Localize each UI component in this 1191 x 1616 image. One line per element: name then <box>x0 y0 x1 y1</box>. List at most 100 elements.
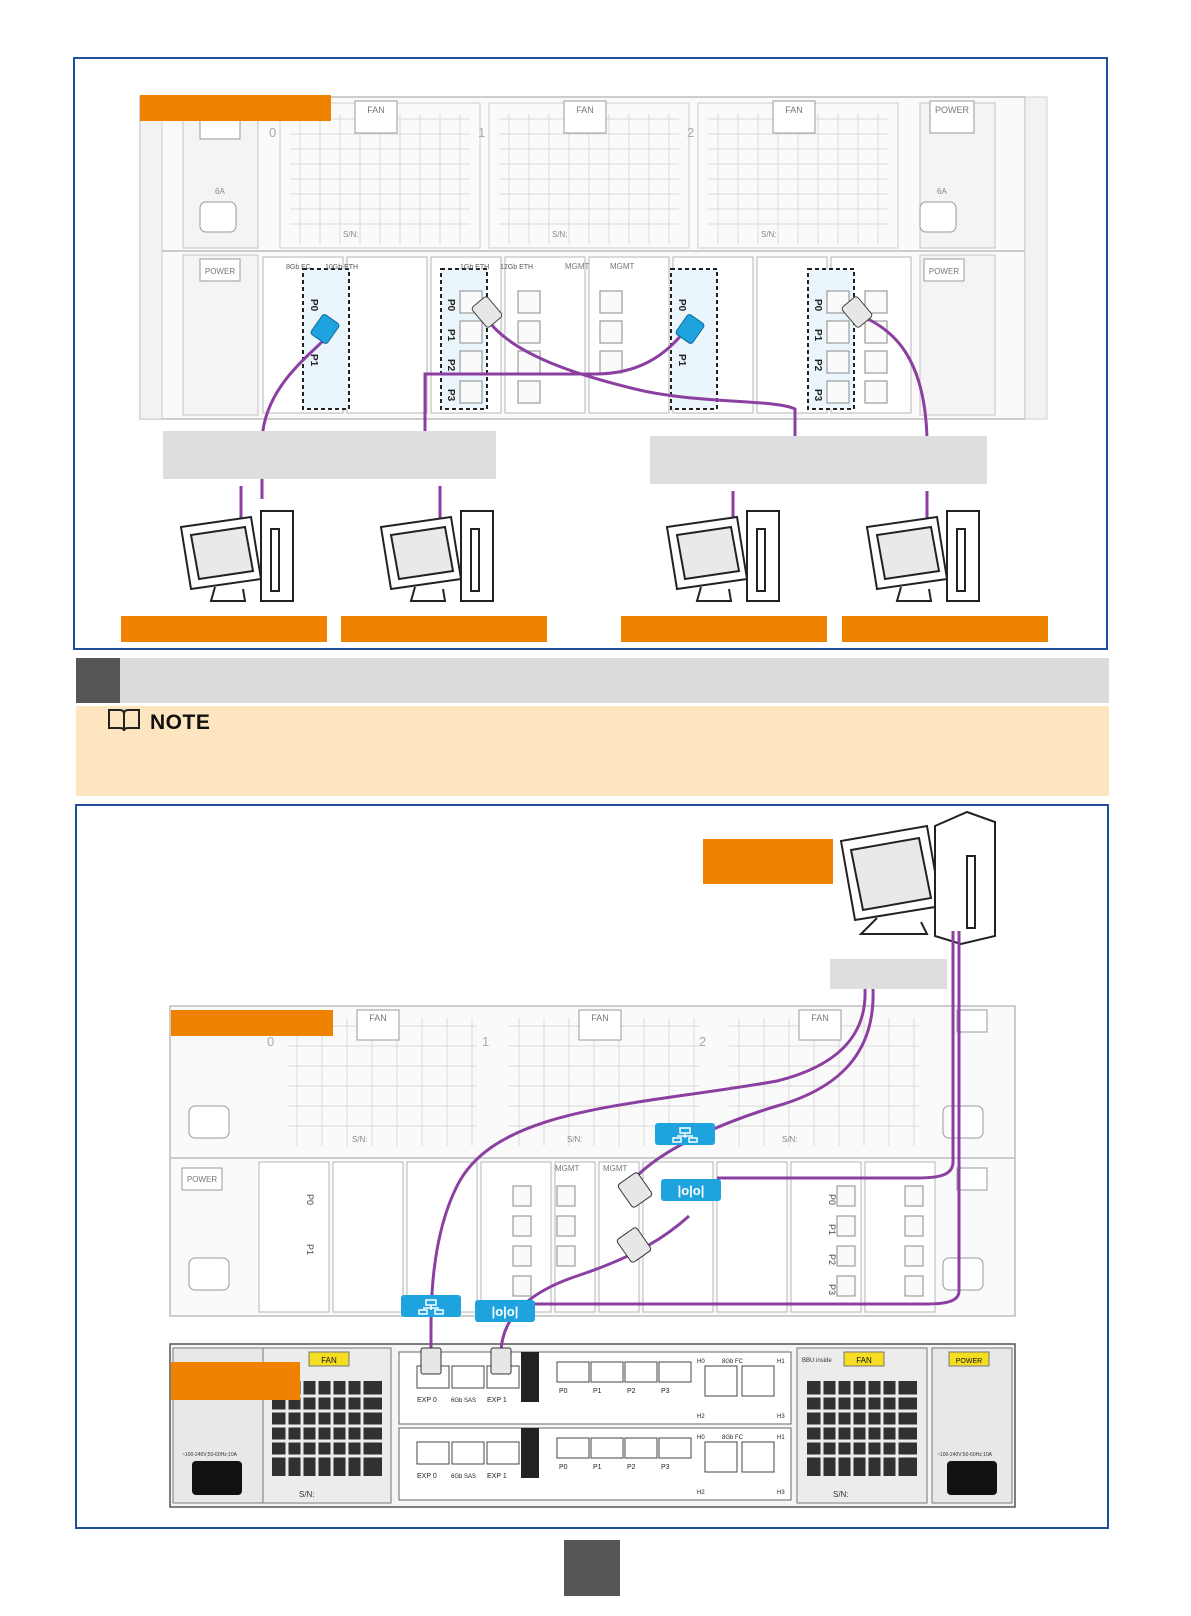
fan-label-c: FAN <box>811 1013 829 1023</box>
ethernet-switch <box>830 959 947 989</box>
host-port-h3-a: H3 <box>777 1414 785 1420</box>
ac-label-left: ~100-240V;50-60Hz;10A <box>182 1452 238 1458</box>
svg-text:|o|o|: |o|o| <box>678 1183 705 1198</box>
network-port-icon-2 <box>401 1295 461 1317</box>
slot-number-0: 0 <box>269 125 276 140</box>
host-computers <box>179 510 980 602</box>
port-label-a1: P1 <box>305 1244 315 1255</box>
cable-connectors <box>310 314 705 344</box>
front-port-p1-b: P1 <box>593 1464 602 1471</box>
front-port-p2-b: P2 <box>627 1464 636 1471</box>
sas-label-a: 6Gb SAS <box>451 1398 476 1404</box>
ac-label-right: ~100-240V;50-60Hz;10A <box>937 1452 993 1458</box>
card-label-10gb-eth: 10Gb ETH <box>325 264 358 271</box>
port-label-p0-b: P0 <box>445 299 456 312</box>
fc-label-a: 8Gb FC <box>722 1359 744 1365</box>
callout-disk-enclosure <box>171 1362 300 1400</box>
fan-label-2: FAN <box>785 105 803 115</box>
power-label-upper: POWER <box>935 105 970 115</box>
callout-storage-enclosure-2 <box>171 1010 333 1036</box>
port-label-p0-d: P0 <box>812 299 823 312</box>
ethernet-switch-left <box>163 431 496 479</box>
port-label-b1: P1 <box>827 1224 837 1235</box>
step-number-badge <box>76 658 120 703</box>
current-label-upper-left: 6A <box>215 187 225 196</box>
mgmt-label-b: MGMT <box>603 1164 628 1173</box>
sn-label-0: S/N: <box>343 230 359 239</box>
host-port-h3-b: H3 <box>777 1490 785 1496</box>
bbu-label: BBU inside <box>802 1358 832 1364</box>
port-label-a0: P0 <box>305 1194 315 1205</box>
power-label-lower-left: POWER <box>205 267 235 276</box>
card-label-12gb-eth: 12Gb ETH <box>500 264 533 271</box>
disk-sn-right: S/N: <box>833 1490 849 1499</box>
sn-label-a: S/N: <box>352 1135 368 1144</box>
disk-fan-label-right: FAN <box>856 1356 872 1365</box>
sn-label-2: S/N: <box>761 230 777 239</box>
host-port-h2-a: H2 <box>697 1414 705 1420</box>
port-label-p1-b: P1 <box>445 329 456 342</box>
fan-label-a: FAN <box>369 1013 387 1023</box>
exp1-label-a: EXP 1 <box>487 1397 507 1404</box>
direct-connection-diagram: FAN FAN FAN POWER 0 1 2 S/N: S/N: S/N: 6… <box>139 96 1048 602</box>
disk-fan-label-left: FAN <box>321 1356 337 1365</box>
slot-number-b: 1 <box>482 1034 489 1049</box>
front-port-p1-a: P1 <box>593 1388 602 1395</box>
slot-number-a: 0 <box>267 1034 274 1049</box>
port-label-p0-a: P0 <box>308 299 319 312</box>
power-label-lower-right: POWER <box>929 267 959 276</box>
note-box <box>76 706 1109 796</box>
exp0-label-a: EXP 0 <box>417 1397 437 1404</box>
front-port-p0-a: P0 <box>559 1388 568 1395</box>
fan-label-1: FAN <box>576 105 594 115</box>
callout-host-1 <box>121 616 327 642</box>
serial-port-icon-2: |o|o| <box>475 1300 535 1322</box>
exp0-label-b: EXP 0 <box>417 1473 437 1480</box>
sas-label-b: 6Gb SAS <box>451 1474 476 1480</box>
note-title: NOTE <box>150 711 211 734</box>
sn-label-c: S/N: <box>782 1135 798 1144</box>
sn-label-b: S/N: <box>567 1135 583 1144</box>
mgmt-label-0: MGMT <box>565 262 590 271</box>
slot-number-2: 2 <box>687 125 694 140</box>
callout-host-4 <box>842 616 1048 642</box>
port-label-p3-b: P3 <box>445 389 456 402</box>
sn-label-1: S/N: <box>552 230 568 239</box>
exp1-label-b: EXP 1 <box>487 1473 507 1480</box>
mgmt-label-a: MGMT <box>555 1164 580 1173</box>
callout-host-2 <box>341 616 547 642</box>
port-label-p2-d: P2 <box>812 359 823 372</box>
disk-sn-left: S/N: <box>299 1490 315 1499</box>
maintenance-host <box>839 810 996 946</box>
host-port-h1-a: H1 <box>777 1359 785 1365</box>
slot-number-c: 2 <box>699 1034 706 1049</box>
callout-host-3 <box>621 616 827 642</box>
port-label-b2: P2 <box>827 1254 837 1265</box>
host-port-h2-b: H2 <box>697 1490 705 1496</box>
card-label-8gb-fc: 8Gb FC <box>286 264 311 271</box>
fan-label-b: FAN <box>591 1013 609 1023</box>
diagram-frame-direct-connection: FAN FAN FAN POWER 0 1 2 S/N: S/N: S/N: 6… <box>73 57 1108 650</box>
callout-maintenance-host <box>703 839 833 884</box>
front-port-p0-b: P0 <box>559 1464 568 1471</box>
page-number-tab <box>564 1540 620 1596</box>
mgmt-label-1: MGMT <box>610 262 635 271</box>
port-label-p1-c: P1 <box>676 354 687 367</box>
host-port-h1-b: H1 <box>777 1435 785 1441</box>
book-icon <box>108 709 140 732</box>
power-label-lower: POWER <box>187 1175 217 1184</box>
storage-enclosure-rear: FAN FAN FAN POWER 0 1 2 S/N: S/N: S/N: 6… <box>139 96 1048 420</box>
front-port-p2-a: P2 <box>627 1388 636 1395</box>
callout-storage-enclosure <box>140 95 331 121</box>
front-port-p3-a: P3 <box>661 1388 670 1395</box>
port-label-b3: P3 <box>827 1284 837 1295</box>
port-label-b0: P0 <box>827 1194 837 1205</box>
fc-label-b: 8Gb FC <box>722 1435 744 1441</box>
port-label-p1-a: P1 <box>308 354 319 367</box>
card-label-1gb-eth: 1Gb ETH <box>460 264 489 271</box>
slot-number-1: 1 <box>478 125 485 140</box>
host-port-h0-a: H0 <box>697 1359 705 1365</box>
port-label-p3-d: P3 <box>812 389 823 402</box>
svg-text:|o|o|: |o|o| <box>492 1304 519 1319</box>
disk-power-label: POWER <box>956 1358 982 1365</box>
